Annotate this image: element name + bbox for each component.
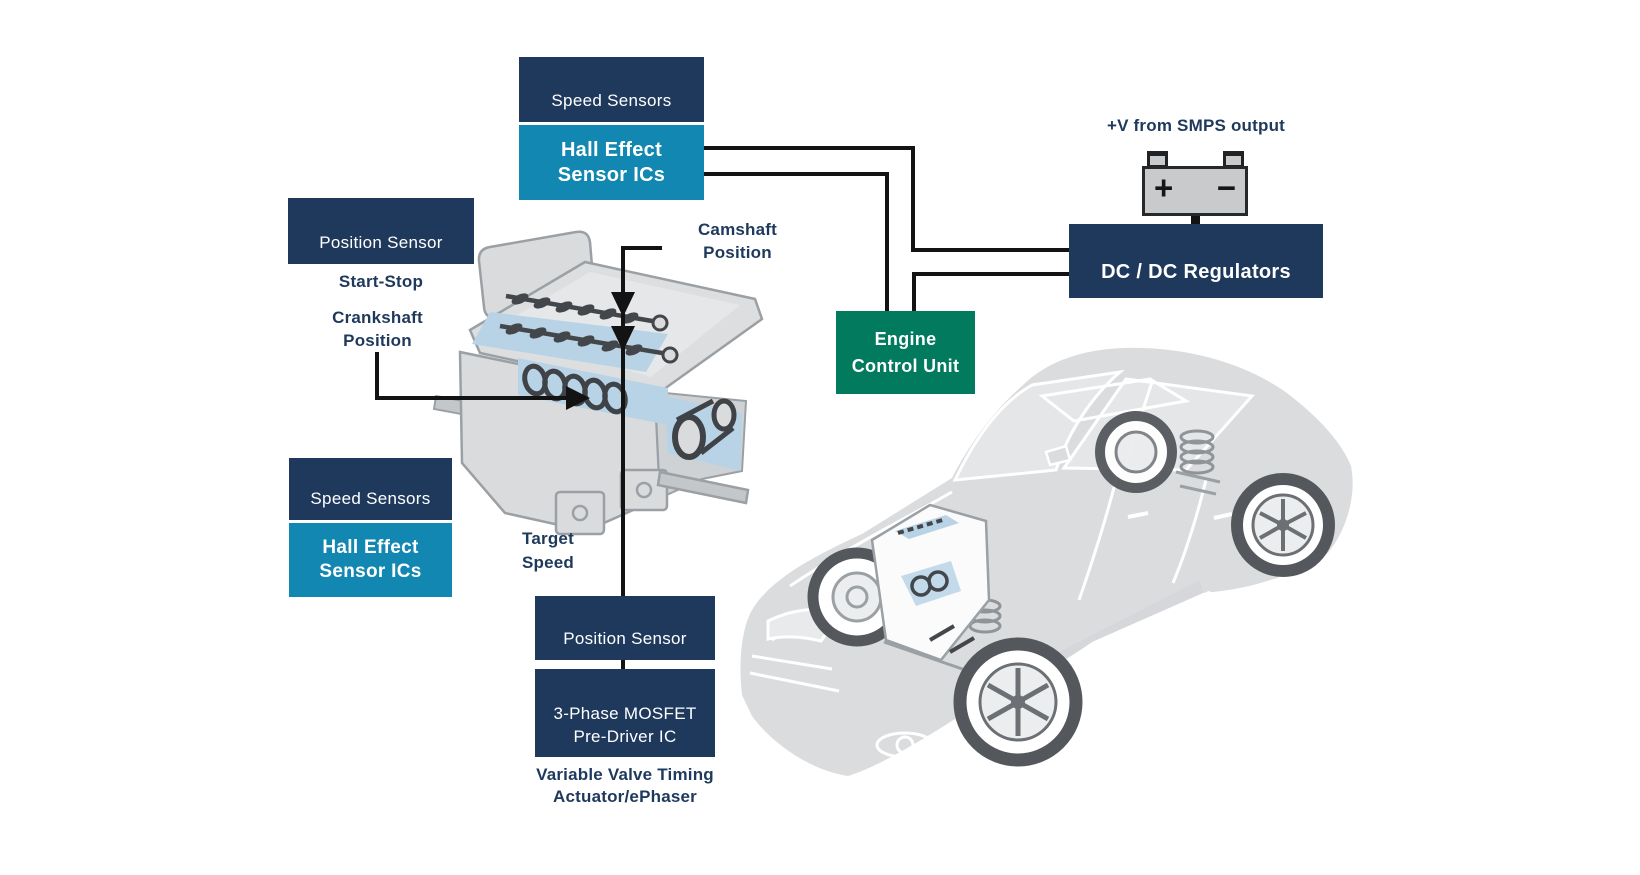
car-engine-detail: [870, 503, 1001, 684]
target-speed-line1: Target: [522, 529, 574, 548]
vvt-label-line2: Actuator/ePhaser: [553, 787, 697, 806]
crankshaft-position-label: Crankshaft Position: [300, 306, 455, 352]
battery-icon: + −: [1142, 151, 1248, 217]
crankshaft-label-line2: Position: [343, 331, 412, 350]
engine-camshaft-1: [505, 293, 669, 332]
battery-body: + −: [1142, 166, 1248, 216]
car-illustration: [740, 347, 1353, 776]
camshaft-position-label: Camshaft Position: [665, 218, 810, 264]
vvt-actuator-label: Variable Valve Timing Actuator/ePhaser: [518, 764, 732, 808]
speed-sensors-label-left: Speed Sensors: [310, 489, 431, 508]
engine-control-unit-box: Engine Control Unit: [836, 311, 975, 394]
position-sensor-box-left: Position Sensor: [288, 198, 474, 264]
battery-connector-stub: [1191, 212, 1200, 226]
line-hall-to-ecu: [704, 172, 889, 313]
position-sensor-box-mid: Position Sensor: [535, 596, 715, 660]
line-hall-to-dcdc: [704, 146, 1069, 252]
speed-sensors-label-top: Speed Sensors: [551, 91, 672, 110]
position-sensor-label-mid: Position Sensor: [563, 629, 687, 648]
target-speed-line2: Speed: [521, 553, 575, 572]
car-front-right-wheel: [953, 637, 1083, 767]
car-rear-spring: [1175, 429, 1221, 496]
mosfet-predriver-box: 3-Phase MOSFET Pre-Driver IC: [535, 669, 715, 757]
crankshaft-label-line1: Crankshaft: [332, 308, 423, 327]
line-camshaft-target: [621, 246, 662, 671]
hall-effect-line2-top: Sensor ICs: [557, 163, 666, 186]
camshaft-label-line1: Camshaft: [697, 220, 778, 239]
battery-minus-sign: −: [1216, 169, 1236, 206]
speed-sensors-box-top: Speed Sensors: [519, 57, 704, 122]
start-stop-label: Start-Stop: [338, 272, 424, 291]
car-rear-left-wheel: [1095, 411, 1177, 493]
car-rear-right-wheel: [1231, 473, 1335, 577]
connector-arrowheads: [566, 292, 635, 410]
position-sensor-label-left: Position Sensor: [319, 233, 443, 252]
line-dcdc-to-ecu: [912, 272, 1069, 313]
dcdc-regulators-box: DC / DC Regulators: [1069, 224, 1323, 298]
camshaft-label-line2: Position: [703, 243, 772, 262]
hall-effect-line1-left: Hall Effect: [322, 537, 419, 558]
smps-output-label: +V from SMPS output: [1106, 116, 1286, 135]
engine-gear-train: [664, 396, 742, 471]
connector-lines: [375, 146, 1069, 671]
vvt-label-line1: Variable Valve Timing: [536, 765, 714, 784]
hall-effect-line1-top: Hall Effect: [560, 138, 663, 161]
mosfet-line1: 3-Phase MOSFET: [553, 704, 697, 723]
ecu-line1: Engine: [874, 328, 937, 349]
hall-effect-box-top: Hall Effect Sensor ICs: [519, 125, 704, 200]
crankshaft-arrowhead: [566, 386, 590, 410]
mosfet-line2: Pre-Driver IC: [573, 727, 677, 746]
engine-mounts: [554, 468, 750, 536]
hall-effect-box-left: Hall Effect Sensor ICs: [289, 523, 452, 597]
hall-effect-line2-left: Sensor ICs: [319, 561, 422, 582]
engine-illustration: [432, 230, 764, 536]
target-speed-label: Target Speed: [495, 527, 601, 575]
battery-plus-sign: +: [1154, 169, 1174, 206]
line-crankshaft: [375, 352, 568, 400]
speed-sensors-box-left: Speed Sensors: [289, 458, 452, 520]
camshaft-arrowhead-1: [611, 292, 635, 317]
camshaft-arrowhead-2: [611, 326, 635, 351]
ecu-line2: Control Unit: [851, 355, 960, 376]
engine-camshaft-2: [499, 323, 679, 364]
dcdc-label: DC / DC Regulators: [1101, 261, 1291, 283]
car-front-left-wheel: [807, 547, 907, 647]
